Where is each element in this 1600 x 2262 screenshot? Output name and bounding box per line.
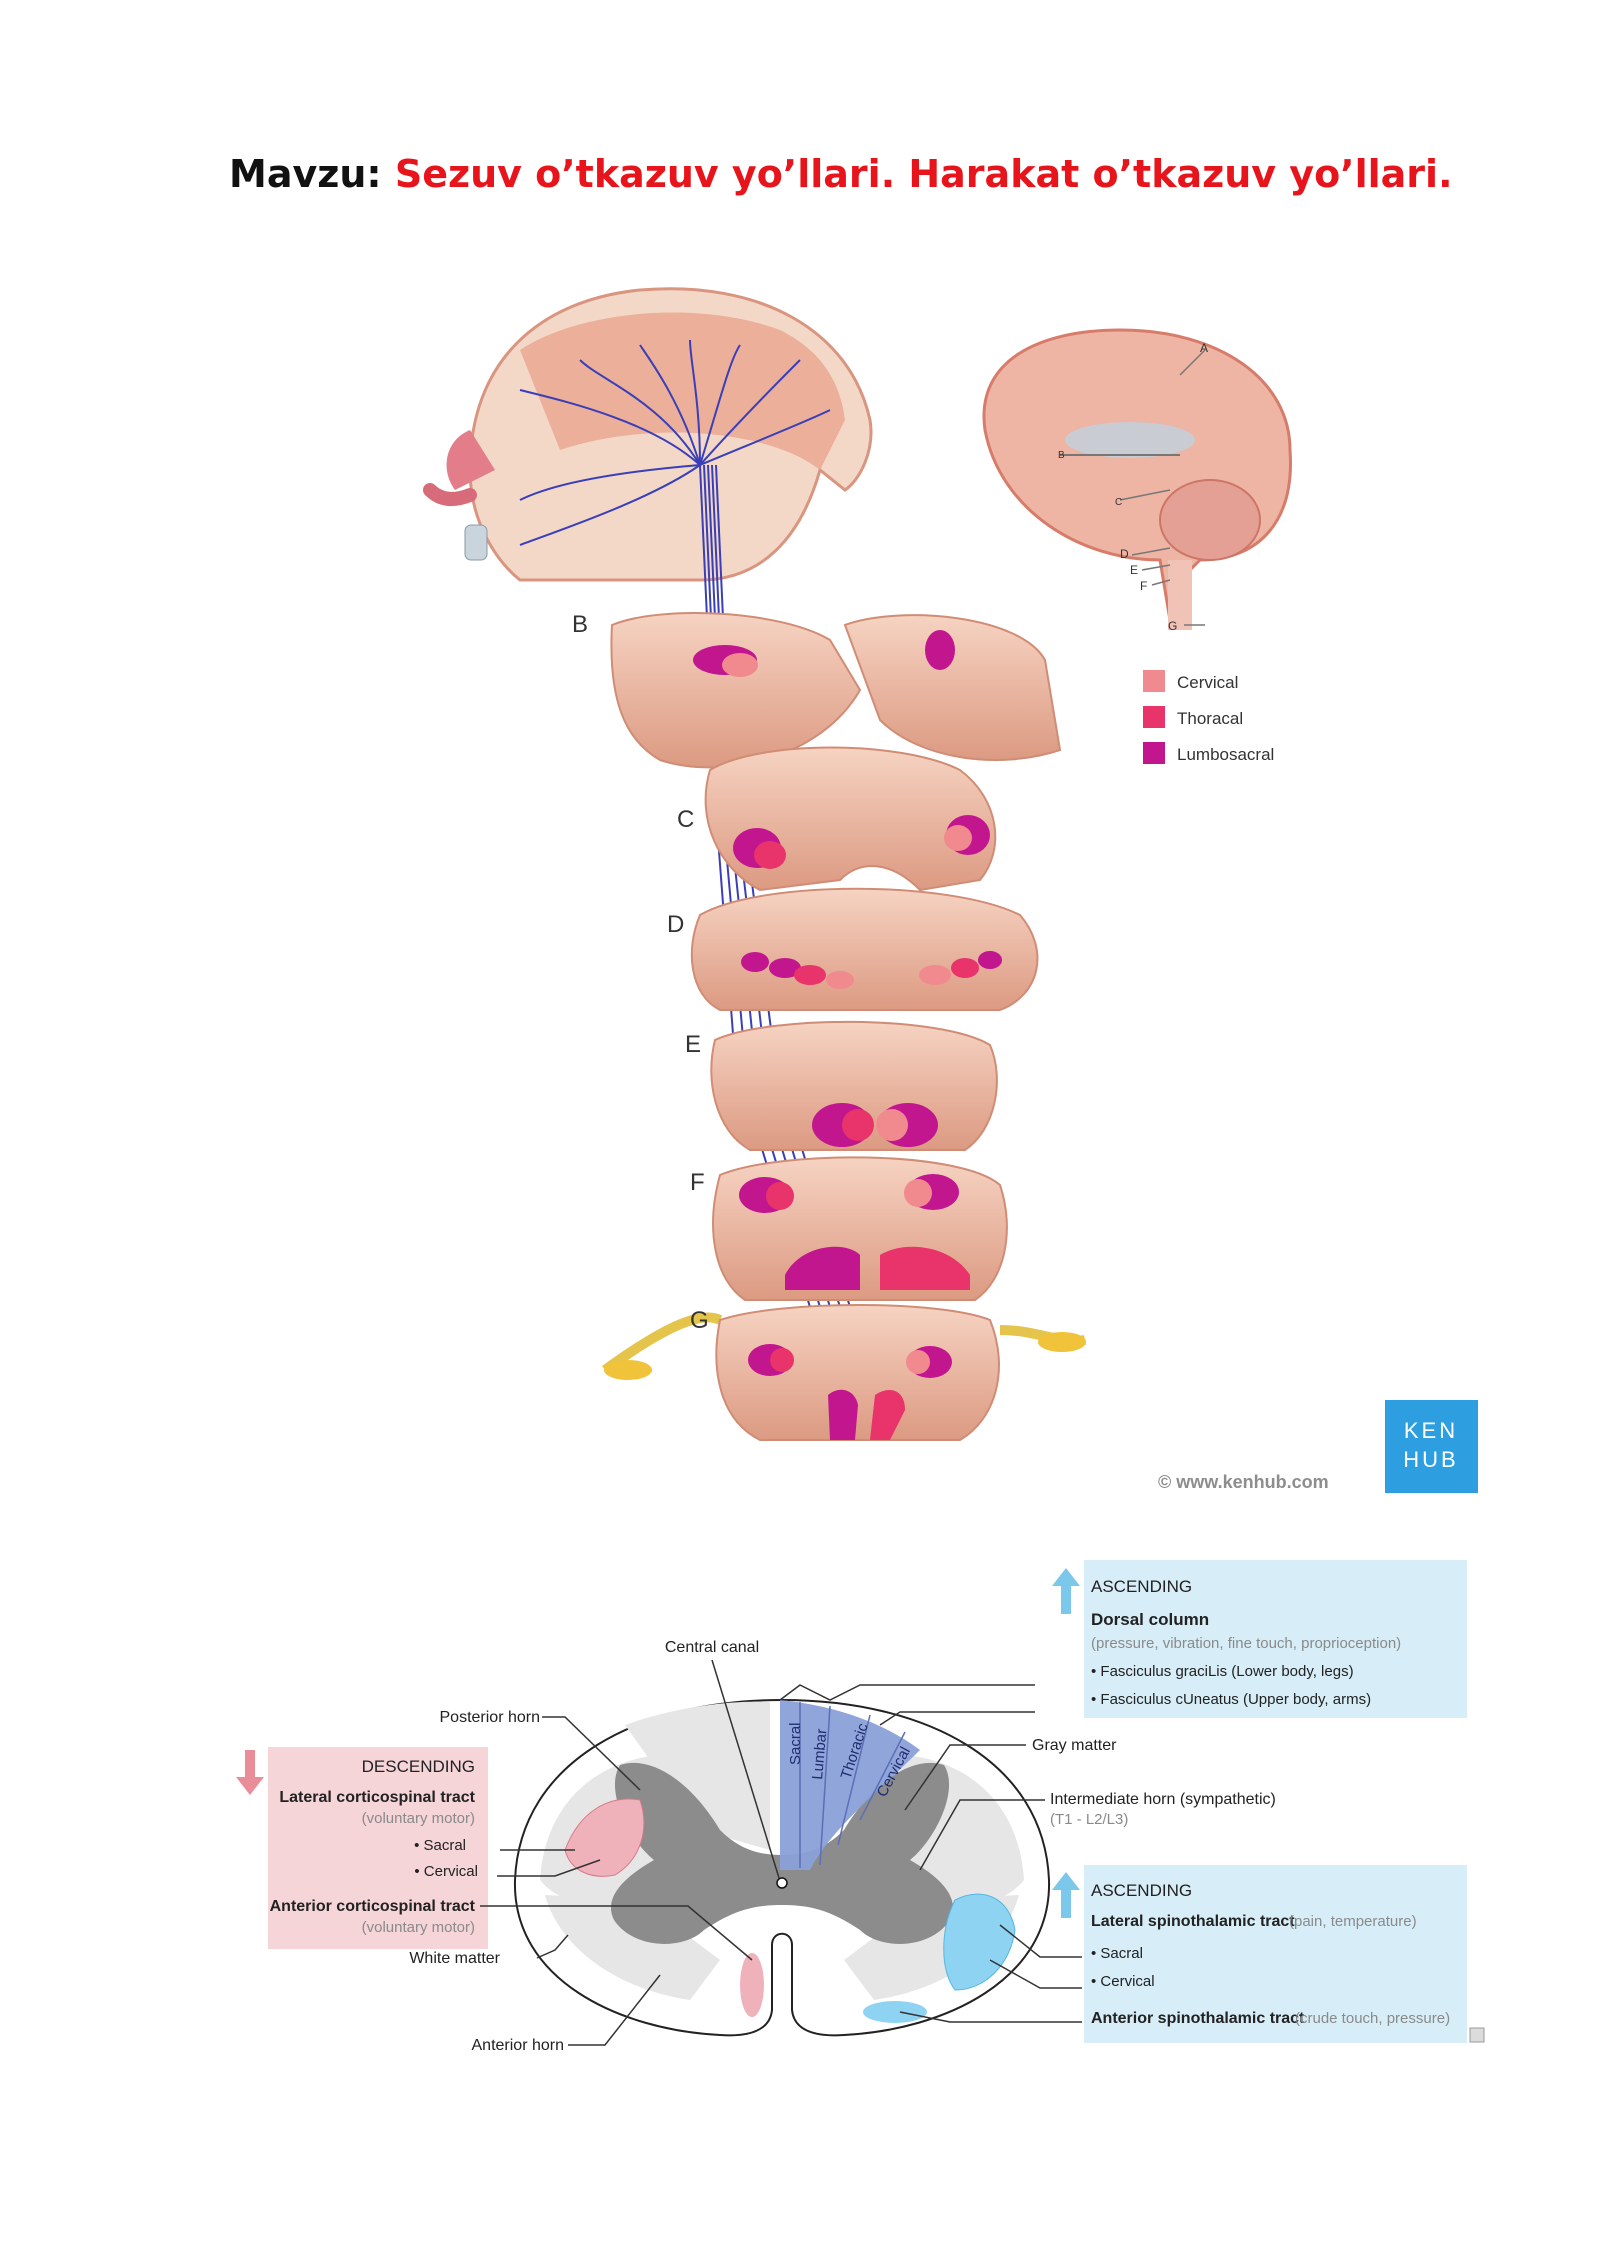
title-topic: Sezuv o’tkazuv yo’llari. Harakat o’tkazu…: [394, 152, 1453, 196]
brain-label-a: A: [1200, 341, 1208, 355]
head-cortex-illustration: [423, 287, 873, 582]
copyright-text: © www.kenhub.com: [1158, 1472, 1329, 1492]
brain-label-g: G: [1168, 619, 1177, 633]
legend-swatch-thoracal: [1143, 706, 1165, 728]
section-label-e: E: [685, 1031, 701, 1058]
ascending-spinothalamic-heading: ASCENDING: [1091, 1881, 1192, 1900]
brain-sagittal-illustration: B A C D E F G: [982, 328, 1292, 633]
leader-lines: [480, 1659, 1082, 2046]
ascending-sacral: • Sacral: [1091, 1945, 1143, 1962]
anterior-spinothalamic-note: (crude touch, pressure): [1295, 2010, 1450, 2027]
pathway-legend: Cervical Thoracal Lumbosacral: [1143, 670, 1274, 764]
page-title: Mavzu: Sezuv o’tkazuv yo’llari. Harakat …: [229, 152, 1453, 196]
descending-box: DESCENDING Lateral corticospinal tract (…: [236, 1747, 488, 1949]
section-label-g: G: [690, 1307, 709, 1334]
ascending-spinothalamic-background: [1084, 1865, 1467, 2043]
ascending-dorsal-heading: ASCENDING: [1091, 1577, 1192, 1596]
label-anterior-horn: Anterior horn: [472, 2037, 565, 2054]
lateral-spinothalamic-tract: Lateral spinothalamic tract: [1091, 1913, 1295, 1930]
section-label-b: B: [572, 611, 588, 638]
section-f: F: [690, 1156, 1008, 1301]
descending-heading: DESCENDING: [362, 1757, 475, 1776]
dorsal-column-note: (pressure, vibration, fine touch, propri…: [1091, 1635, 1401, 1652]
legend-label-cervical: Cervical: [1177, 673, 1238, 692]
legend-swatch-lumbosacral: [1143, 742, 1165, 764]
ascending-spinothalamic-box: ASCENDING Lateral spinothalamic tract (p…: [1052, 1865, 1467, 2043]
brain-label-f: F: [1140, 579, 1147, 593]
legend-label-lumbosacral: Lumbosacral: [1177, 745, 1274, 764]
central-canal-dot: [776, 1877, 788, 1889]
lateral-spinothalamic-note: (pain, temperature): [1289, 1913, 1417, 1930]
ascending-arrow-icon: [1052, 1568, 1080, 1614]
anterior-spinothalamic-tract: Anterior spinothalamic tract: [1091, 2010, 1305, 2027]
kenhub-logo-line1: KEN: [1404, 1418, 1458, 1443]
ascending-cervical: • Cervical: [1091, 1973, 1155, 1990]
brain-label-e: E: [1130, 563, 1138, 577]
label-central-canal: Central canal: [665, 1639, 759, 1656]
legend-label-thoracal: Thoracal: [1177, 709, 1243, 728]
label-white-matter: White matter: [409, 1950, 500, 1967]
figure-pathway-sections: B A C D E F G Cervical Thoracal Lumbosac…: [423, 287, 1478, 1493]
kenhub-logo-line2: HUB: [1403, 1447, 1458, 1472]
brain-label-d: D: [1120, 547, 1129, 561]
gray-matter-region: [610, 1762, 954, 1944]
label-intermediate-range: (T1 - L2/L3): [1050, 1811, 1128, 1828]
section-label-d: D: [667, 911, 684, 938]
section-g: G: [602, 1304, 1086, 1441]
fasciculus-gracilis: • Fasciculus graciLis (Lower body, legs): [1091, 1663, 1354, 1680]
descending-cervical: • Cervical: [414, 1863, 478, 1880]
section-d: D: [667, 887, 1039, 1011]
section-label-c: C: [677, 806, 694, 833]
kenhub-logo-box: [1385, 1400, 1478, 1493]
descending-arrow-icon: [236, 1750, 264, 1795]
anterior-corticospinal-tract: Anterior corticospinal tract: [270, 1898, 476, 1915]
label-gray-matter: Gray matter: [1032, 1737, 1117, 1754]
section-c: C: [677, 746, 997, 892]
title-prefix: Mavzu:: [229, 152, 382, 196]
label-intermediate-horn: Intermediate horn (sympathetic): [1050, 1791, 1276, 1808]
ascending-dorsal-background: [1084, 1560, 1467, 1718]
section-b: B: [572, 611, 1062, 769]
brain-label-b: B: [1058, 450, 1065, 461]
anterior-corticospinal-note: (voluntary motor): [362, 1919, 475, 1936]
ascending-dorsal-box: ASCENDING Dorsal column (pressure, vibra…: [1052, 1560, 1467, 1718]
kenhub-logo: KEN HUB: [1385, 1400, 1478, 1493]
dorsal-column-title: Dorsal column: [1091, 1610, 1209, 1629]
corner-mark-icon: [1469, 2027, 1485, 2043]
segment-lumbar: Lumbar: [809, 1728, 830, 1780]
section-e: E: [685, 1020, 998, 1151]
section-label-f: F: [690, 1169, 705, 1196]
lateral-corticospinal-note: (voluntary motor): [362, 1810, 475, 1827]
descending-sacral: • Sacral: [414, 1837, 466, 1854]
fasciculus-cuneatus: • Fasciculus cUneatus (Upper body, arms): [1091, 1691, 1371, 1708]
legend-swatch-cervical: [1143, 670, 1165, 692]
lateral-corticospinal-tract: Lateral corticospinal tract: [279, 1789, 475, 1806]
segment-sacral: Sacral: [787, 1722, 804, 1765]
descending-background: [268, 1747, 488, 1949]
brain-label-c: C: [1115, 497, 1122, 508]
spinal-cord-cross-section: Sacral Lumbar Thoracic Cervical: [513, 1698, 1051, 2037]
ascending-arrow-icon-2: [1052, 1872, 1080, 1918]
label-posterior-horn: Posterior horn: [440, 1709, 541, 1726]
figure-spinal-cord-tracts: ASCENDING Dorsal column (pressure, vibra…: [236, 1560, 1485, 2054]
